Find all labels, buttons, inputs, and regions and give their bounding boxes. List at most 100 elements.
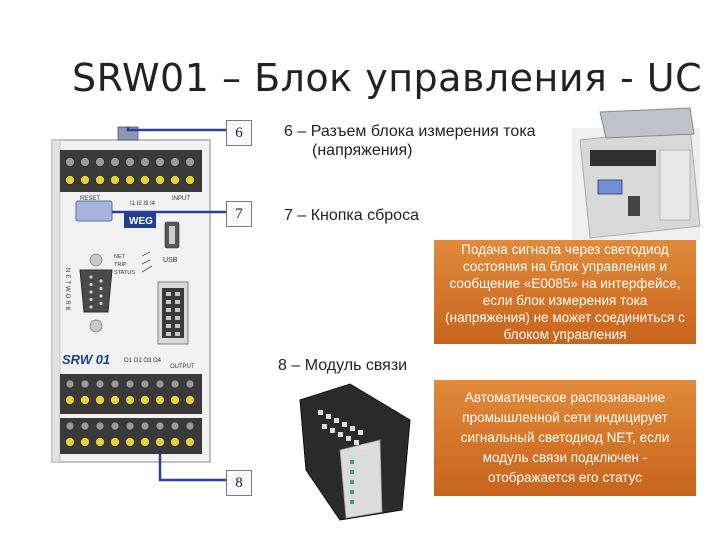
- module-led: [350, 470, 354, 474]
- module-pin: [338, 432, 343, 437]
- slot-pin: [166, 300, 171, 304]
- db9-pin: [99, 301, 103, 306]
- slot-pin: [166, 316, 171, 320]
- db9-connector: [79, 269, 113, 313]
- slot-pin: [166, 324, 171, 328]
- db9-pin: [89, 290, 93, 294]
- module-pin: [362, 444, 367, 449]
- terminal-marker: [185, 437, 195, 447]
- terminal-marker: [170, 437, 180, 447]
- input-terminals-label: I1 I2 I3 I4: [130, 201, 156, 207]
- terminal-marker: [110, 437, 120, 447]
- slot-pin: [166, 308, 171, 312]
- db9-pin: [99, 279, 103, 283]
- callout-6: 6: [226, 120, 252, 146]
- terminal-screw: [155, 379, 165, 389]
- db9-pin: [99, 286, 103, 291]
- callout-7: 7: [226, 201, 252, 227]
- info-box-connection-error: Подача сигнала через светодиод состояния…: [434, 240, 696, 344]
- module-pin: [326, 414, 331, 419]
- trip-led-label: TRIP: [114, 262, 127, 268]
- slide-title: SRW01 – Блок управления - UC: [72, 56, 703, 100]
- terminal-screw: [125, 157, 135, 167]
- terminal-screw: [80, 157, 90, 167]
- comm-module-photo: [299, 383, 411, 521]
- terminal-marker: [80, 395, 90, 405]
- terminal-marker: [170, 395, 180, 405]
- terminal-marker: [65, 175, 75, 185]
- module-pin: [350, 426, 355, 431]
- description-7: 7 – Кнопка сброса: [284, 207, 419, 224]
- net-led-label: NET: [114, 254, 126, 260]
- comm-module-board: [339, 439, 383, 519]
- terminal-screw: [65, 421, 75, 431]
- terminal-marker: [95, 175, 105, 185]
- db9-screw-bottom: [89, 319, 103, 333]
- model-label: SRW 01: [62, 352, 110, 367]
- terminal-screw: [170, 157, 180, 167]
- terminal-screw: [140, 379, 150, 389]
- terminal-screw: [170, 421, 180, 431]
- terminal-marker: [125, 437, 135, 447]
- terminal-screw: [80, 421, 90, 431]
- terminal-screw: [140, 157, 150, 167]
- terminal-screw: [185, 379, 195, 389]
- reset-label: RESET: [80, 196, 100, 202]
- description-6-line2: (напряжения): [312, 142, 413, 159]
- terminal-screw: [95, 379, 105, 389]
- terminal-marker: [110, 395, 120, 405]
- description-6: 6 – Разъем блока измерения тока (напряже…: [284, 122, 536, 160]
- device-rail: [51, 139, 61, 463]
- device-photo-top: [572, 107, 701, 240]
- led-indicator-strokes: [141, 251, 153, 273]
- db9-pin: [89, 297, 93, 302]
- module-pin: [334, 418, 339, 423]
- terminal-marker: [95, 437, 105, 447]
- status-led-label: STATUS: [114, 270, 135, 276]
- module-led: [350, 480, 354, 484]
- module-pin: [330, 428, 335, 433]
- terminal-marker: [155, 437, 165, 447]
- photo-top-usb: [628, 196, 640, 216]
- output-label: OUTPUT: [170, 364, 195, 370]
- output-terminals-label: O1 O2 O3 O4: [124, 358, 162, 364]
- terminal-screw: [140, 421, 150, 431]
- description-8: 8 – Модуль связи: [278, 357, 408, 374]
- description-6-line1: 6 – Разъем блока измерения тока: [284, 123, 536, 140]
- top-terminal-block: [60, 150, 202, 192]
- db9-pin: [89, 305, 93, 309]
- photo-top-side: [659, 149, 691, 221]
- db9-pin: [89, 282, 93, 287]
- terminal-marker: [140, 437, 150, 447]
- terminal-marker: [125, 395, 135, 405]
- terminal-marker: [80, 175, 90, 185]
- terminal-screw: [170, 379, 180, 389]
- usb-port-inner: [169, 226, 175, 244]
- terminal-screw: [80, 379, 90, 389]
- terminal-marker: [80, 437, 90, 447]
- terminal-screw: [155, 421, 165, 431]
- module-led: [350, 500, 354, 504]
- slot-pin: [166, 332, 171, 336]
- terminal-marker: [65, 395, 75, 405]
- weg-logo: [124, 212, 156, 228]
- terminal-marker: [125, 175, 135, 185]
- db9-screw-top: [89, 253, 103, 267]
- terminal-marker: [170, 175, 180, 185]
- terminal-screw: [125, 421, 135, 431]
- slot-pin: [166, 292, 171, 296]
- network-label: NETWORK: [64, 268, 70, 313]
- terminal-marker: [140, 175, 150, 185]
- comm-module-socket: [162, 288, 184, 338]
- terminal-screw: [95, 421, 105, 431]
- terminal-screw: [95, 157, 105, 167]
- terminal-screw: [185, 421, 195, 431]
- module-pin: [322, 424, 327, 429]
- terminal-screw: [185, 157, 195, 167]
- terminal-marker: [110, 175, 120, 185]
- db9-pin: [99, 294, 103, 298]
- module-led: [350, 490, 354, 494]
- terminal-marker: [155, 395, 165, 405]
- terminal-marker: [140, 395, 150, 405]
